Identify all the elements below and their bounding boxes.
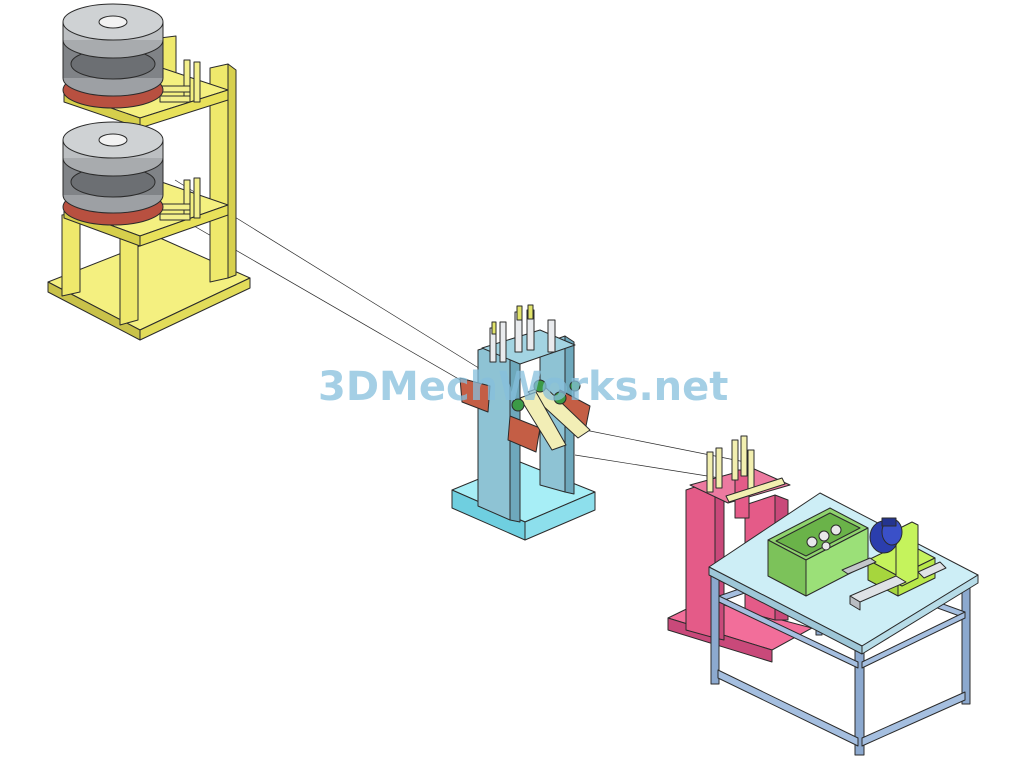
control-box	[767, 507, 869, 597]
slide-rails	[841, 557, 947, 611]
wire-straightener	[451, 304, 596, 541]
wire-lines	[174, 179, 746, 483]
lower-spool	[62, 121, 164, 226]
upper-spool	[62, 3, 164, 109]
watermark-text: 3DMechWorks.net	[318, 364, 728, 410]
motor	[869, 517, 903, 554]
